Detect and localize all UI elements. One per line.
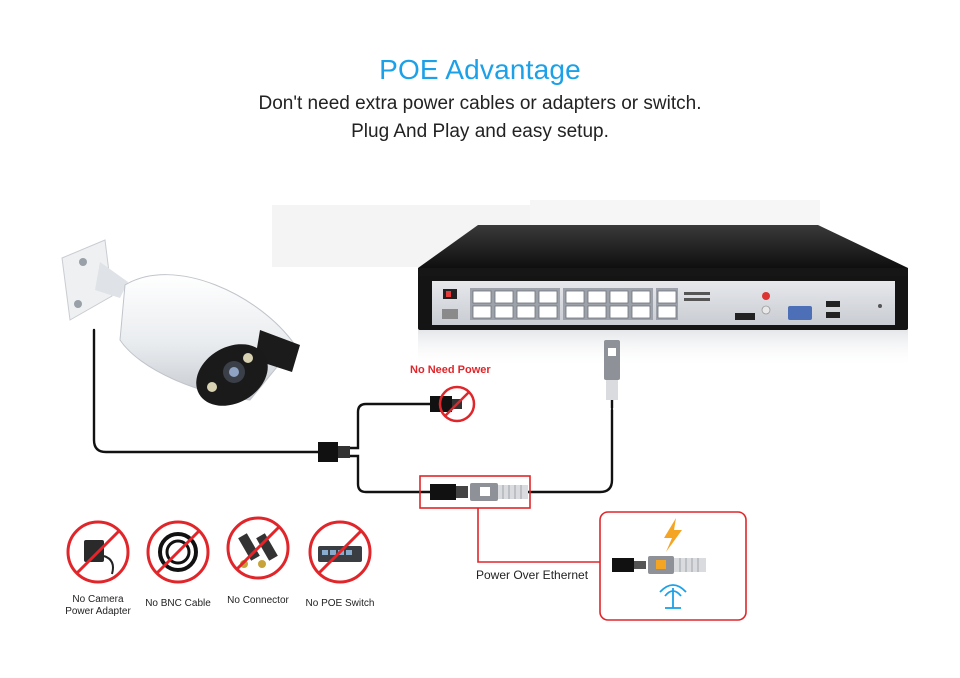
page-title: POE Advantage xyxy=(379,54,581,85)
ethernet-highlight-box xyxy=(419,475,531,509)
bullet-camera xyxy=(61,239,300,406)
no-camera-adapter-label: No Camera Power Adapter xyxy=(65,594,131,617)
no-bnc-cable-label: No BNC Cable xyxy=(145,598,211,609)
no-poe-switch-icon xyxy=(308,520,372,584)
dc-power-port xyxy=(442,309,458,319)
usb-port xyxy=(826,312,840,318)
subtitle-line-2: Plug And Play and easy setup. xyxy=(351,121,609,142)
poe-port-block xyxy=(470,288,678,320)
nvr-recorder xyxy=(418,225,908,368)
nvr-reflection xyxy=(418,330,908,368)
no-power-prohibition-icon xyxy=(438,385,476,423)
lightning-icon xyxy=(664,518,682,552)
audio-out-jack xyxy=(761,305,771,315)
no-poe-switch-label: No POE Switch xyxy=(305,598,375,609)
vga-port xyxy=(788,306,812,320)
hdmi-port xyxy=(735,313,755,320)
usb-port xyxy=(826,301,840,307)
poe-callout-contents xyxy=(612,518,706,609)
signal-icon xyxy=(659,584,687,609)
no-need-power-label: No Need Power xyxy=(410,364,491,376)
no-bnc-cable-icon xyxy=(146,520,210,584)
no-connector-icon xyxy=(226,516,290,580)
power-over-ethernet-label: Power Over Ethernet xyxy=(476,568,589,582)
no-connector-label: No Connector xyxy=(227,595,289,606)
ethernet-coupler xyxy=(430,483,528,501)
subtitle-line-1: Don't need extra power cables or adapter… xyxy=(258,93,702,114)
camera-wall-mount xyxy=(61,239,113,321)
nvr-ethernet-plug xyxy=(604,340,620,400)
no-camera-adapter-icon xyxy=(66,520,130,584)
splitter-plug xyxy=(318,442,350,462)
cable-paths xyxy=(92,328,614,494)
callout-line xyxy=(477,508,600,563)
audio-in-jack xyxy=(762,292,770,300)
